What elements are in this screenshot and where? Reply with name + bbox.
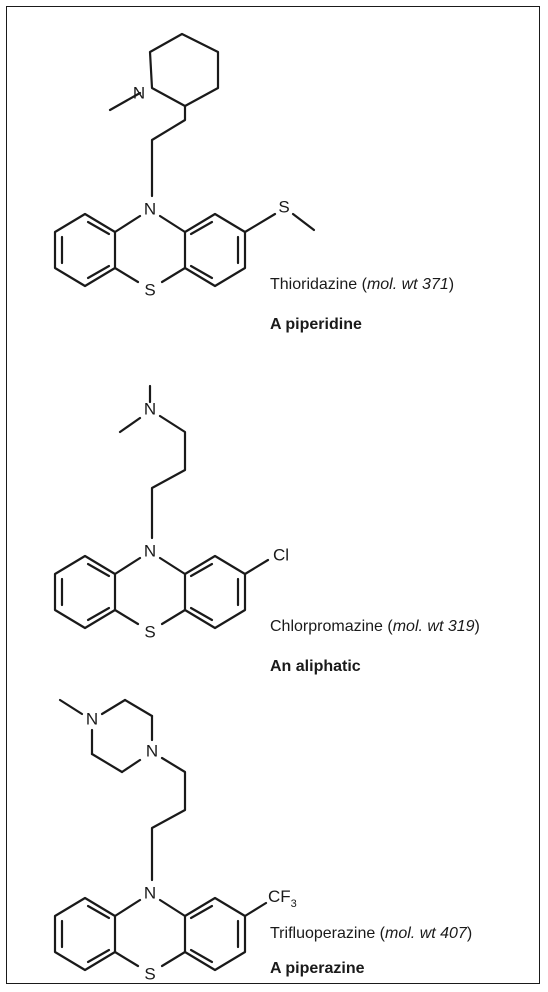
chlorpromazine-structure: N N S Cl (53, 384, 289, 641)
ring-s-label-thioridazine: S (144, 280, 155, 299)
trifluoperazine-structure: N N N S CF3 (53, 698, 297, 983)
caption-chlorpromazine: Chlorpromazine (mol. wt 319) (270, 618, 480, 635)
piperidine-n-label: N (133, 83, 145, 102)
side-n1-label-trifluoperazine: N (86, 709, 98, 728)
ring-n-label-trifluoperazine: N (144, 883, 156, 902)
compound-name: Trifluoperazine (270, 925, 376, 942)
substituent-label-trifluoperazine: CF3 (268, 887, 297, 909)
compound-name: Thioridazine (270, 276, 358, 293)
substituent-label-chlorpromazine: Cl (273, 545, 289, 564)
compound-name: Chlorpromazine (270, 618, 383, 635)
side-n-label-chlorpromazine: N (144, 399, 156, 418)
class-label-chlorpromazine: An aliphatic (270, 658, 361, 675)
mol-weight: mol. wt 319 (392, 618, 475, 635)
mol-weight: mol. wt 407 (385, 925, 467, 942)
ring-n-label-thioridazine: N (144, 199, 156, 218)
caption-trifluoperazine: Trifluoperazine (mol. wt 407) (270, 925, 473, 942)
mol-weight: mol. wt 371 (366, 276, 449, 293)
class-label-thioridazine: A piperidine (270, 316, 362, 333)
class-label-trifluoperazine: A piperazine (270, 960, 365, 977)
ring-n-label-chlorpromazine: N (144, 541, 156, 560)
side-n2-label-trifluoperazine: N (146, 741, 158, 760)
substituent-label-thioridazine: S (278, 197, 289, 216)
ring-s-label-trifluoperazine: S (144, 964, 155, 983)
thioridazine-structure: N N S S (53, 32, 316, 299)
figure-frame (6, 6, 540, 984)
caption-thioridazine: Thioridazine (mol. wt 371) (270, 276, 455, 293)
piperidine-ring (148, 32, 220, 108)
ring-s-label-chlorpromazine: S (144, 622, 155, 641)
